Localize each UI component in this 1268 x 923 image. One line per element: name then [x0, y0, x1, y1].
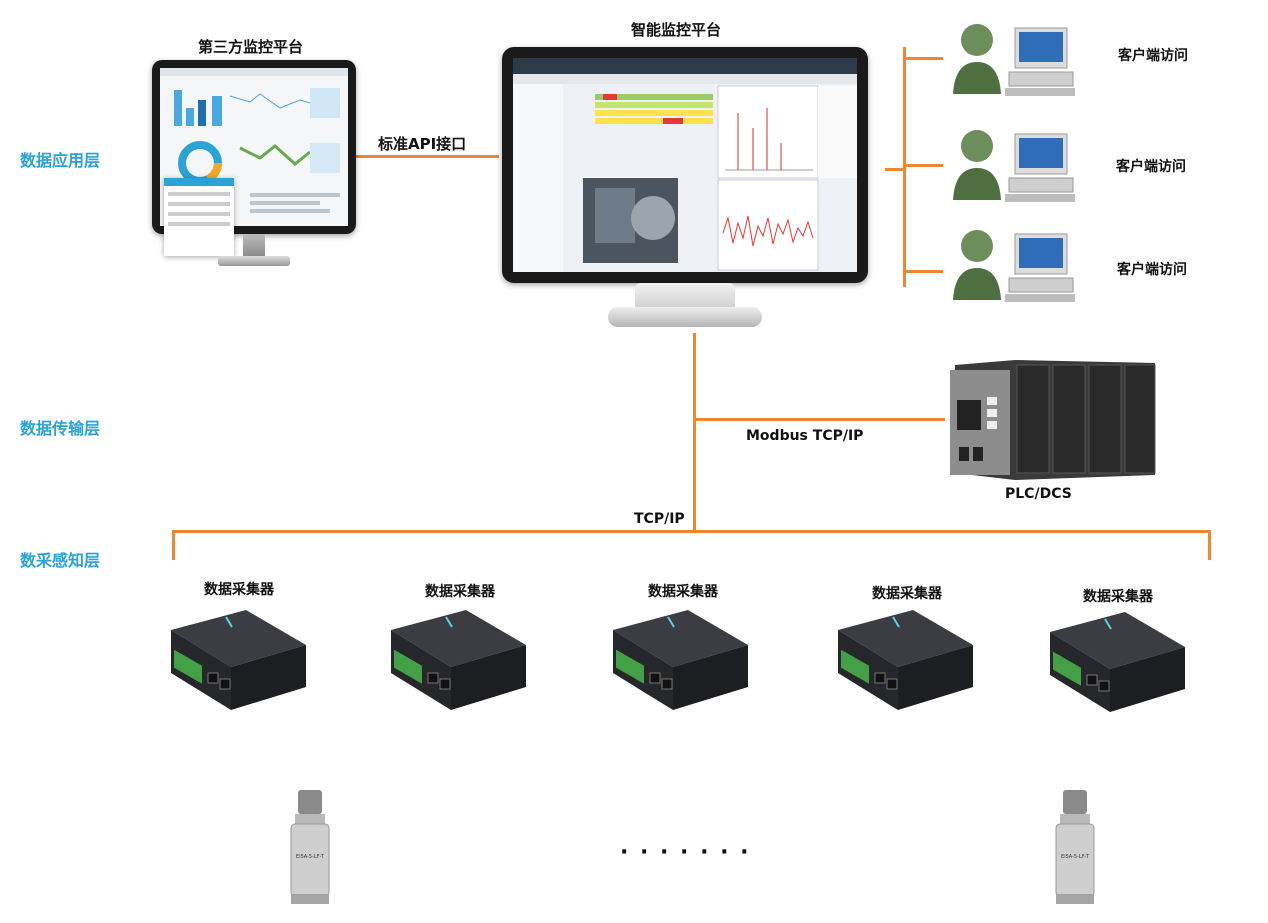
collector-label-3: 数据采集器 [648, 584, 718, 600]
client-branch-1 [903, 57, 943, 60]
tcpip-label: TCP/IP [634, 511, 685, 527]
tcpip-bus-line [172, 530, 1210, 533]
data-collector-4 [833, 605, 973, 710]
plc-connector-line [695, 418, 945, 421]
data-collector-2 [386, 605, 526, 710]
api-connector-line [354, 155, 499, 158]
client-trunk-line [903, 47, 906, 287]
layer-label-application: 数据应用层 [19, 151, 100, 170]
third-party-monitor [148, 58, 358, 288]
client-trunk-stub [885, 168, 905, 171]
bus-left-drop [172, 530, 175, 560]
bus-right-drop [1208, 530, 1211, 560]
sensor-model-text-1: Ei5A-5-LF-T [296, 854, 324, 860]
third-party-title: 第三方监控平台 [198, 38, 304, 56]
client-branch-2 [903, 164, 943, 167]
client-workstation-1 [945, 14, 1095, 104]
data-collector-1 [166, 605, 306, 710]
more-sensors-ellipsis: · · · · · · · [620, 840, 751, 865]
collector-label-4: 数据采集器 [872, 586, 942, 602]
client-label-3: 客户端访问 [1117, 262, 1187, 278]
layer-label-sensing: 数采感知层 [19, 551, 100, 570]
plc-dcs-device [945, 355, 1160, 485]
collector-label-5: 数据采集器 [1083, 589, 1153, 605]
layer-label-transmission: 数据传输层 [19, 419, 100, 438]
data-collector-3 [608, 605, 748, 710]
plc-label: PLC/DCS [1005, 486, 1072, 502]
client-workstation-3 [945, 220, 1095, 310]
client-label-2: 客户端访问 [1116, 159, 1186, 175]
api-label: 标准API接口 [378, 135, 467, 153]
data-collector-5 [1045, 607, 1185, 712]
client-branch-3 [903, 270, 943, 273]
vibration-sensor-2: Ei5A-5-LF-T [1050, 786, 1100, 906]
collector-label-2: 数据采集器 [425, 584, 495, 600]
collector-label-1: 数据采集器 [204, 582, 274, 598]
client-workstation-2 [945, 120, 1095, 210]
client-label-1: 客户端访问 [1118, 48, 1188, 64]
platform-title: 智能监控平台 [631, 21, 722, 39]
modbus-label: Modbus TCP/IP [746, 428, 864, 444]
vibration-sensor-1: Ei5A-5-LF-T [285, 786, 335, 906]
platform-vertical-line [693, 333, 696, 531]
platform-monitor [500, 45, 870, 335]
sensor-model-text-2: Ei5A-5-LF-T [1061, 854, 1089, 860]
